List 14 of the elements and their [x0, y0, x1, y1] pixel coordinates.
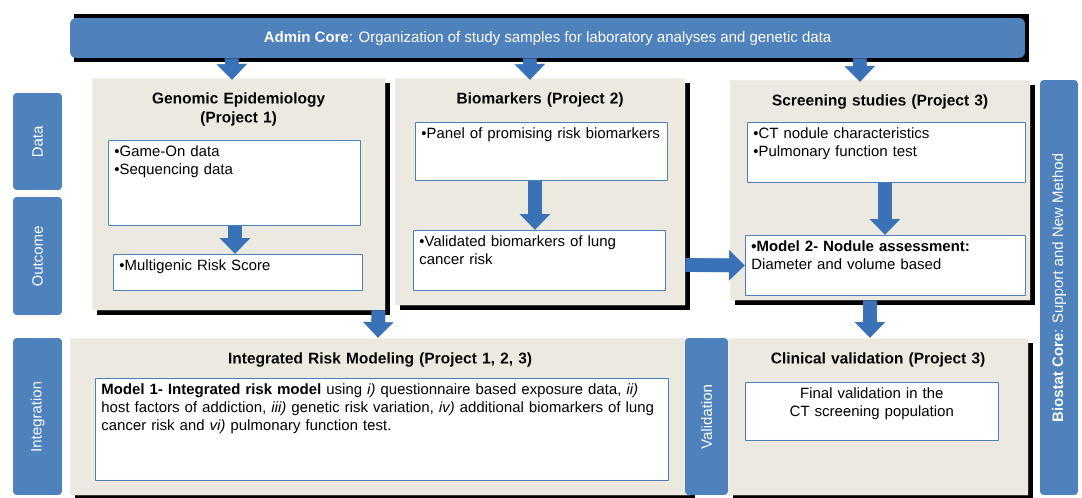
text-box: Final validation in the CT screening population: [745, 382, 999, 441]
text-box: Model 1- Integrated risk model using i) questionnaire based exposure data, ii) host factors of addiction, iii) genetic risk variation, iv) additional biomarkers of lung cancer risk and vi) pulmonary function test.: [95, 378, 669, 481]
side-tab: Validation: [685, 338, 728, 495]
text-box: •Game-On data •Sequencing data: [108, 140, 361, 226]
side-tab: Outcome: [13, 197, 62, 315]
text-box: •Model 2- Nodule assessment: Diameter and volume based: [745, 235, 1026, 296]
text-box: •CT nodule characteristics •Pulmonary function test: [747, 122, 1026, 183]
text-box: •Panel of promising risk biomarkers: [415, 122, 668, 181]
side-tab: Data: [13, 93, 62, 190]
side-tab: Integration: [13, 338, 62, 495]
banner-bar: Admin Core: Organization of study samples for laboratory analyses and genetic data: [70, 14, 1029, 62]
side-tab: Biostat Core: Support and New Method: [1040, 80, 1078, 495]
text-box: •Validated biomarkers of lung cancer risk: [413, 230, 666, 291]
text-box: •Multigenic Risk Score: [113, 254, 363, 291]
